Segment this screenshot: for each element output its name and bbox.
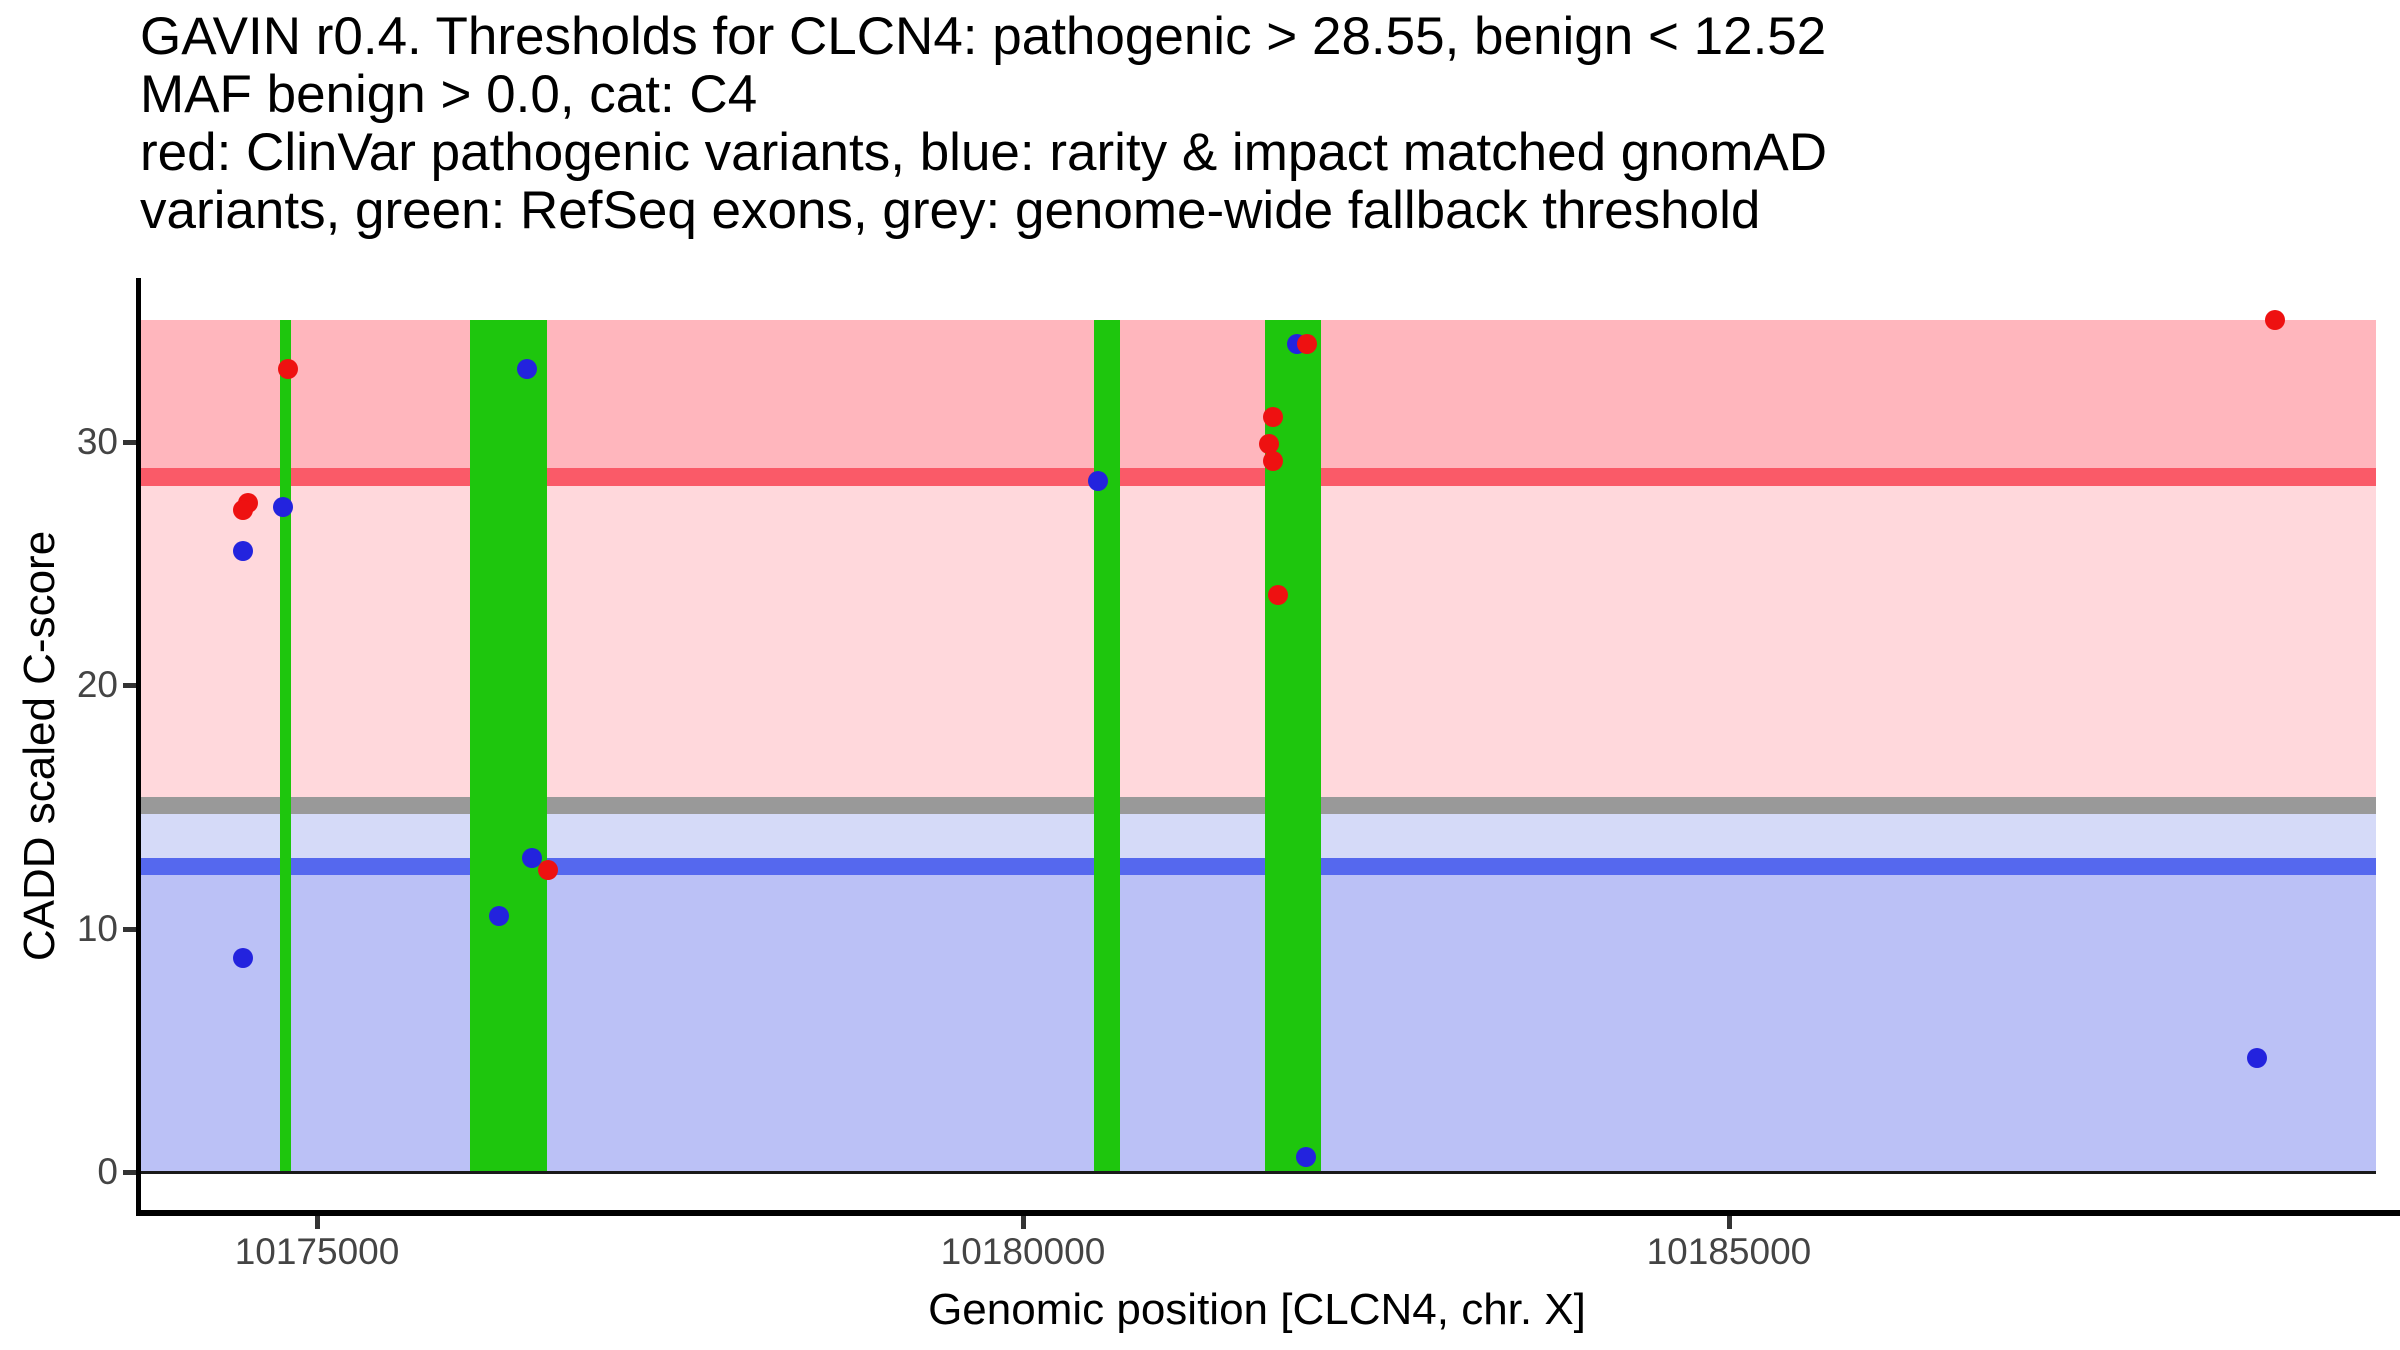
clinvar-pathogenic-point <box>1296 334 1317 355</box>
y-tick-label: 30 <box>76 420 118 462</box>
gnomad-matched-point <box>232 947 253 968</box>
y-tick-label: 20 <box>76 664 118 706</box>
clinvar-pathogenic-point <box>277 358 298 379</box>
exon-bar <box>280 320 292 1172</box>
exon-bar <box>469 320 547 1172</box>
gnomad-matched-point <box>489 906 510 927</box>
gnomad-matched-point <box>2246 1047 2267 1068</box>
clinvar-pathogenic-point <box>2264 310 2285 330</box>
gnomad-matched-point <box>521 847 542 868</box>
exon-bar <box>1093 320 1120 1172</box>
gnomad-matched-point <box>1087 470 1108 491</box>
clinvar-pathogenic-point <box>1262 407 1283 428</box>
y-axis-label: CADD scaled C-score <box>15 530 64 962</box>
y-tick-mark <box>123 1170 136 1175</box>
y-tick-mark <box>123 683 136 689</box>
band-pathogenic-threshold-line <box>138 468 2376 486</box>
y-tick-label: 0 <box>97 1151 118 1192</box>
band-fallback-threshold-line <box>138 797 2376 815</box>
gnomad-matched-point <box>233 541 254 562</box>
clinvar-pathogenic-point <box>1258 434 1279 455</box>
x-axis-line <box>136 1210 2400 1216</box>
x-tick-label: 10185000 <box>1646 1231 1812 1272</box>
gnomad-matched-point <box>1295 1147 1316 1168</box>
x-tick-mark <box>1726 1216 1732 1229</box>
gnomad-matched-point <box>273 497 293 518</box>
clinvar-pathogenic-point <box>1262 451 1283 472</box>
y-axis-line <box>136 278 141 1216</box>
x-tick-mark <box>315 1216 321 1229</box>
clinvar-pathogenic-point <box>538 860 558 881</box>
gnomad-matched-point <box>516 358 537 379</box>
clinvar-pathogenic-point <box>1267 585 1288 606</box>
x-axis-label: Genomic position [CLCN4, chr. X] <box>928 1285 1586 1334</box>
x-tick-label: 10180000 <box>940 1231 1106 1272</box>
y-tick-mark <box>123 439 136 445</box>
plot-title-line-3: red: ClinVar pathogenic variants, blue: … <box>140 123 1827 182</box>
band-benign-threshold-line <box>138 857 2376 875</box>
zero-baseline <box>138 1171 2376 1174</box>
x-tick-mark <box>1020 1216 1026 1229</box>
plot-title-line-2: MAF benign > 0.0, cat: C4 <box>140 65 758 124</box>
x-tick-label: 10175000 <box>234 1231 400 1272</box>
y-tick-label: 10 <box>76 907 118 949</box>
plot-title: GAVIN r0.4. Thresholds for CLCN4: pathog… <box>140 8 1827 240</box>
plot-title-line-1: GAVIN r0.4. Thresholds for CLCN4: pathog… <box>140 7 1827 66</box>
y-tick-mark <box>123 926 136 932</box>
clinvar-pathogenic-point <box>233 499 254 520</box>
plot-title-line-4: variants, green: RefSeq exons, grey: gen… <box>140 181 1761 240</box>
